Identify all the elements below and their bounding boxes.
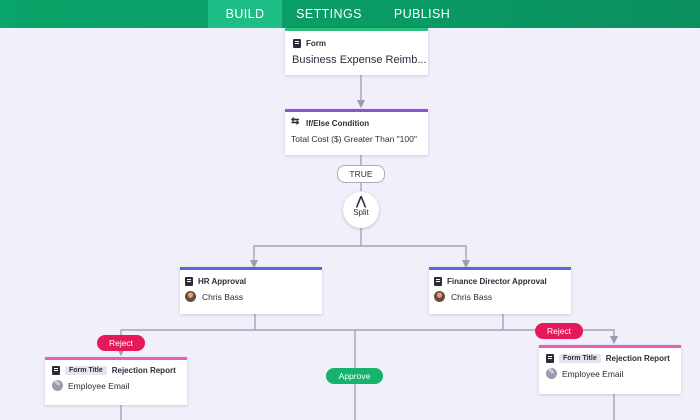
finance-approval-type: Finance Director Approval	[447, 277, 547, 286]
form-title-chip: Form Title	[559, 354, 601, 363]
rejection-recipient: Employee Email	[562, 368, 624, 379]
rejection-email-node-left[interactable]: Form Title Rejection Report Employee Ema…	[45, 357, 187, 405]
tab-publish[interactable]: PUBLISH	[393, 7, 451, 21]
finance-approval-assignee: Chris Bass	[451, 291, 493, 302]
true-branch-label[interactable]: TRUE	[337, 165, 385, 183]
condition-icon	[291, 116, 301, 128]
form-node-title: Business Expense Reimb...	[292, 54, 427, 66]
rejection-recipient: Employee Email	[68, 380, 130, 391]
tab-settings[interactable]: SETTINGS	[296, 7, 362, 21]
condition-node-type: If/Else Condition	[306, 119, 370, 128]
hr-approval-node[interactable]: HR Approval Chris Bass	[180, 267, 322, 314]
form-title-chip: Form Title	[65, 366, 107, 375]
rejection-title: Rejection Report	[605, 354, 670, 363]
email-icon	[546, 354, 554, 363]
form-node-type: Form	[306, 39, 326, 48]
condition-node[interactable]: If/Else Condition Total Cost ($) Greater…	[285, 109, 428, 155]
rejection-email-node-right[interactable]: Form Title Rejection Report Employee Ema…	[539, 345, 681, 394]
connector-split-to-hr	[249, 228, 362, 269]
rejection-title: Rejection Report	[111, 366, 176, 375]
workflow-connectors	[116, 72, 619, 420]
avatar	[434, 291, 445, 302]
approve-label[interactable]: Approve	[326, 368, 383, 384]
approval-icon	[434, 277, 442, 286]
workflow-canvas[interactable]: Form Business Expense Reimb... If/Else C…	[0, 28, 700, 420]
form-icon	[293, 39, 301, 48]
hr-approval-assignee: Chris Bass	[202, 291, 244, 302]
reject-label-right[interactable]: Reject	[535, 323, 583, 339]
avatar	[185, 291, 196, 302]
email-icon	[52, 366, 60, 375]
form-node[interactable]: Form Business Expense Reimb...	[285, 28, 428, 75]
split-icon: ⋀	[356, 194, 366, 208]
reject-label-left[interactable]: Reject	[97, 335, 145, 351]
split-node-label: Split	[353, 208, 369, 217]
condition-node-text: Total Cost ($) Greater Than "100"	[291, 134, 417, 144]
email-field-icon	[546, 367, 557, 379]
split-node[interactable]: ⋀ Split	[343, 192, 379, 228]
finance-approval-node[interactable]: Finance Director Approval Chris Bass	[429, 267, 571, 314]
top-nav-bar: BUILD SETTINGS PUBLISH	[0, 0, 700, 28]
connector-split-to-finance	[361, 245, 471, 269]
email-field-icon	[52, 379, 63, 391]
tab-build[interactable]: BUILD	[208, 0, 282, 28]
approval-icon	[185, 277, 193, 286]
hr-approval-type: HR Approval	[198, 277, 247, 286]
